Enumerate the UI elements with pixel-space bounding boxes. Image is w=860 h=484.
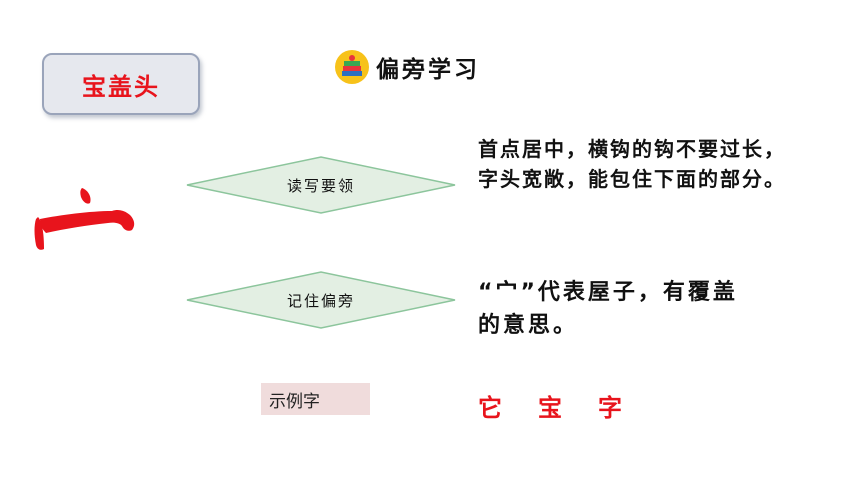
tips-line-2: 字头宽敞，能包住下面的部分。 (478, 167, 786, 191)
radical-meaning-text: “宀”代表屋子，有覆盖 的意思。 (478, 276, 808, 342)
section-title: 偏旁学习 (376, 57, 480, 83)
diamond-shape (186, 156, 456, 214)
example-char: 宝 (538, 394, 562, 422)
example-char: 它 (478, 394, 502, 422)
diamond-shape (186, 271, 456, 329)
example-char: 字 (598, 394, 622, 422)
example-label: 示例字 (269, 391, 320, 412)
diamond-label: 读写要领 (286, 176, 355, 195)
example-label-box: 示例字 (261, 383, 370, 415)
radical-name-box: 宝盖头 (42, 53, 200, 115)
tips-line-1: 首点居中，横钩的钩不要过长， (478, 137, 786, 161)
diamond-label: 记住偏旁 (286, 291, 355, 310)
writing-tips-text: 首点居中，横钩的钩不要过长， 字头宽敞，能包住下面的部分。 (478, 134, 848, 194)
meaning-line-1: “宀”代表屋子，有覆盖 (478, 280, 738, 305)
example-characters: 它 宝 字 (478, 388, 622, 423)
section-header: 偏旁学习 (334, 48, 480, 86)
radical-glyph (34, 188, 135, 250)
books-icon (335, 50, 369, 84)
meaning-line-2: 的意思。 (478, 313, 579, 338)
diamond-writing-tips: 读写要领 (185, 155, 457, 215)
diamond-remember-radical: 记住偏旁 (185, 270, 457, 330)
radical-name: 宝盖头 (82, 72, 160, 101)
